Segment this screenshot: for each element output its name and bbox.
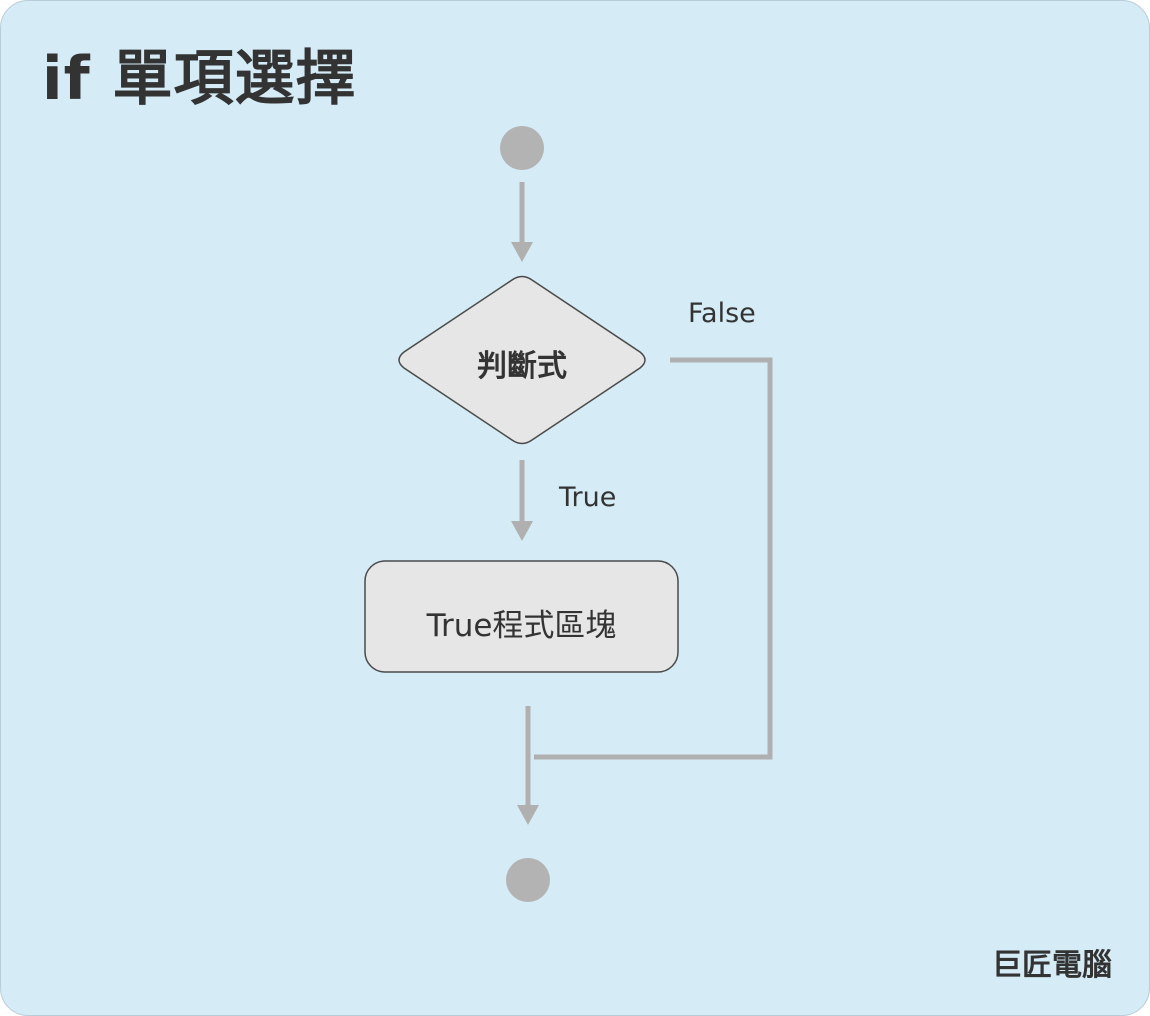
process-label: True程式區塊 (426, 608, 617, 644)
arrow-start-to-decision (511, 182, 533, 262)
true-branch-label: True (559, 482, 617, 513)
false-branch-label: False (688, 298, 756, 329)
brand-label: 巨匠電腦 (992, 948, 1112, 983)
page-title: if 單項選擇 (42, 44, 357, 114)
decision-label: 判斷式 (477, 349, 567, 384)
connector-false-branch (534, 357, 773, 760)
end-node (506, 858, 550, 902)
process-node (364, 560, 679, 673)
arrow-true-branch (511, 460, 533, 541)
arrow-to-end (517, 706, 539, 825)
start-node (500, 126, 544, 170)
decision-node (398, 275, 646, 445)
